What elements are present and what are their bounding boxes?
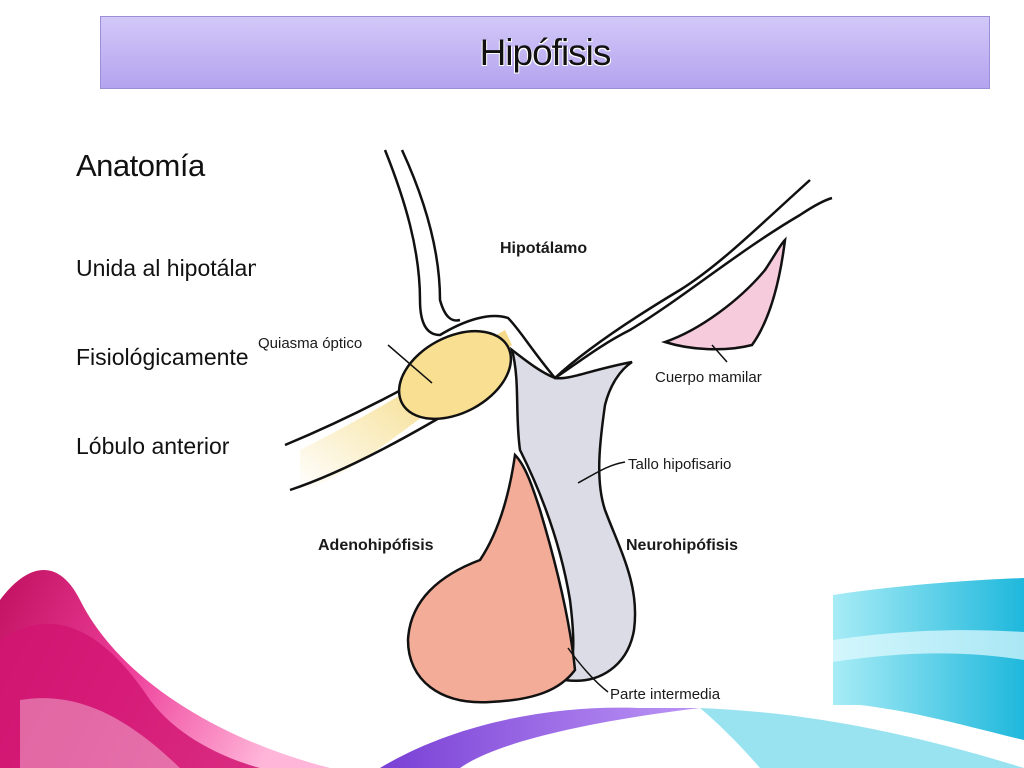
section-heading: Anatomía: [76, 148, 205, 183]
slide-title: Hipófisis: [479, 31, 612, 73]
label-hipotalamo: Hipotálamo: [500, 240, 587, 257]
label-tallo-hipofisario: Tallo hipofisario: [628, 456, 731, 473]
bullet-text-1: Unida al hipotálamo: [76, 255, 256, 281]
label-quiasma-optico: Quiasma óptico: [258, 335, 362, 352]
bullet-text-3: Lóbulo anterior: [76, 433, 230, 459]
bullet-text-2: Fisiológicamente: [76, 344, 249, 370]
adenohipofisis-shape: [406, 452, 577, 704]
neurohipofisis-shape: [509, 346, 637, 682]
label-neurohipofisis: Neurohipófisis: [626, 537, 738, 554]
label-parte-intermedia: Parte intermedia: [610, 686, 721, 703]
quiasma-optico-shape: [397, 329, 513, 421]
title-bar: Hipófisis: [100, 16, 990, 89]
pituitary-diagram: Hipotálamo Quiasma óptico Cuerpo mamilar…: [256, 135, 833, 705]
cuerpo-mamilar-shape: [661, 236, 787, 351]
label-cuerpo-mamilar: Cuerpo mamilar: [655, 369, 762, 386]
label-adenohipofisis: Adenohipófisis: [318, 537, 434, 554]
